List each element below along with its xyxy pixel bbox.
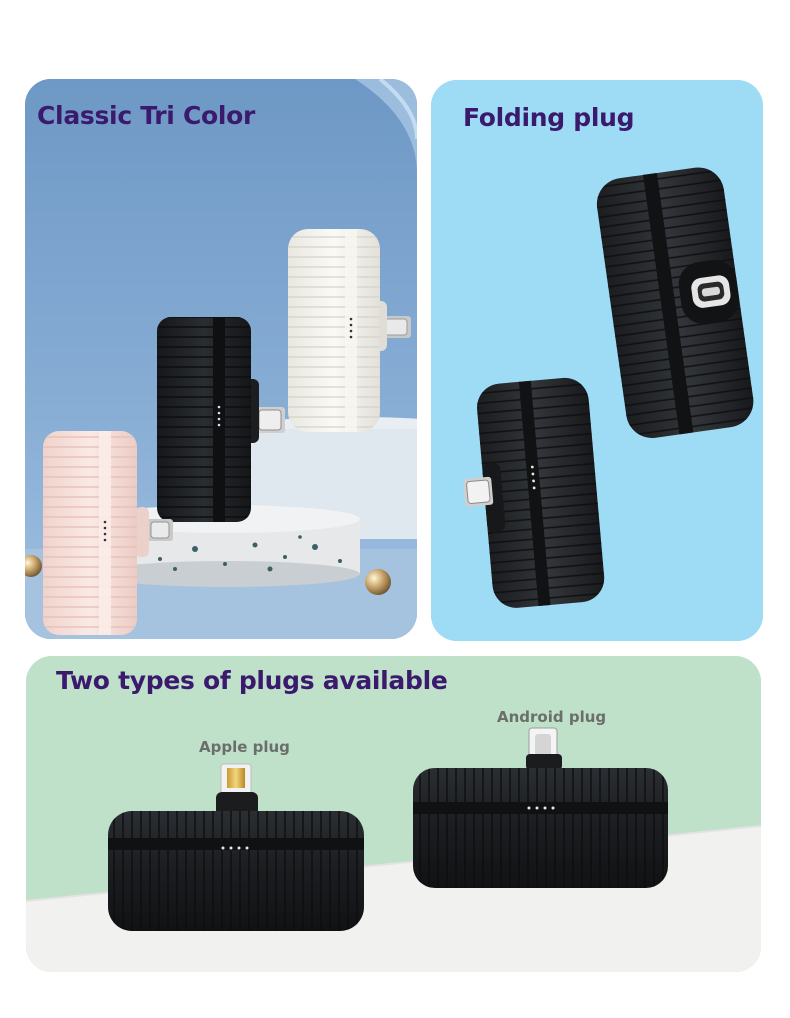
power-bank-black-icon [157,317,285,522]
power-bank-extended-icon [463,377,605,608]
tri-color-product-scene [25,79,417,639]
plug-types-product-scene [26,656,761,972]
apple-plug-label: Apple plug [199,738,290,756]
power-bank-folded-icon [596,167,754,438]
folding-plug-panel: Folding plug [431,80,763,641]
plug-types-title: Two types of plugs available [56,666,448,695]
lightning-power-bank-icon [108,763,364,931]
usb-c-power-bank-icon [413,727,668,888]
android-plug-label: Android plug [497,708,607,726]
folding-plug-title: Folding plug [463,103,635,132]
tri-color-panel: Classic Tri Color [25,79,417,639]
folding-plug-product-scene [431,80,763,641]
plug-types-panel: Two types of plugs available Apple plug … [26,656,761,972]
tri-color-title: Classic Tri Color [37,101,256,130]
power-bank-white-icon [288,229,411,432]
power-bank-pink-icon [43,431,173,635]
